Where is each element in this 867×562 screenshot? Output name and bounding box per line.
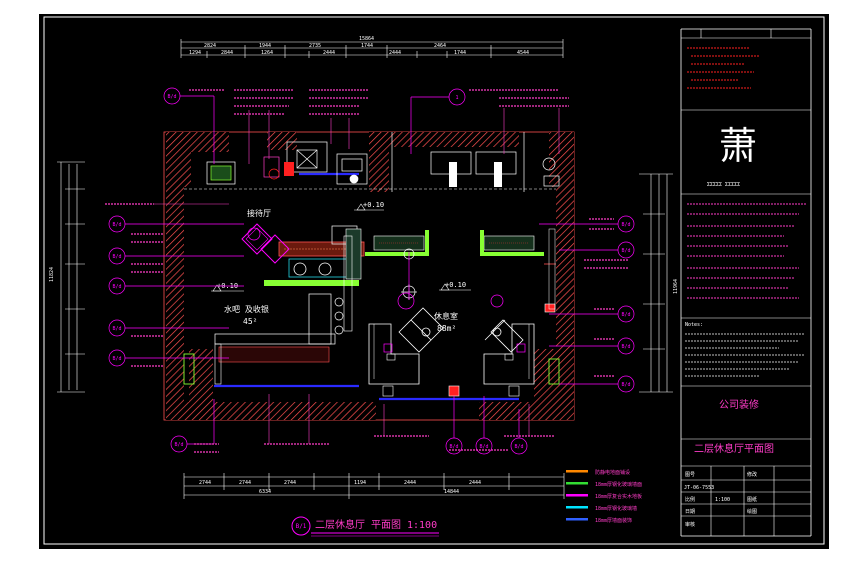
svg-text:2444: 2444 bbox=[469, 480, 481, 486]
drawing-title: B/1 二层休息厅 平面图 1:100 bbox=[291, 516, 439, 537]
legend-item-4: 18mm厚钢化玻璃墙 bbox=[595, 505, 637, 512]
svg-text:B/d: B/d bbox=[621, 312, 630, 318]
svg-text:2744: 2744 bbox=[239, 480, 251, 486]
svg-text:2444: 2444 bbox=[404, 480, 416, 486]
legend-item-5: 18mm厚墙面装饰 bbox=[595, 517, 632, 524]
room-waterbar-area: 45² bbox=[243, 317, 257, 326]
doors-windows bbox=[214, 172, 519, 401]
dim-right-overall: 11964 bbox=[673, 279, 679, 294]
elevation-1: +0.10 bbox=[363, 201, 384, 209]
cad-drawing: 15864 2824 1944 2735 1744 2464 1294 2844… bbox=[43, 16, 825, 545]
top-dimensions: 15864 2824 1944 2735 1744 2464 1294 2844… bbox=[180, 36, 564, 58]
svg-text:2444: 2444 bbox=[389, 50, 401, 56]
svg-text:1294: 1294 bbox=[189, 50, 201, 56]
svg-text:2824: 2824 bbox=[204, 43, 216, 49]
room-lounge: 休息室 bbox=[434, 311, 458, 321]
room-waterbar: 水吧 及收银 bbox=[224, 304, 269, 314]
svg-text:1: 1 bbox=[455, 95, 458, 101]
svg-text:B/d: B/d bbox=[621, 222, 630, 228]
svg-text:1744: 1744 bbox=[361, 43, 373, 49]
svg-text:B/d: B/d bbox=[112, 254, 121, 260]
svg-text:图纸: 图纸 bbox=[747, 496, 757, 503]
svg-text:1:100: 1:100 bbox=[715, 497, 730, 503]
svg-text:B/d: B/d bbox=[167, 94, 176, 100]
svg-text:2735: 2735 bbox=[309, 43, 321, 49]
right-dimensions: 11964 bbox=[639, 173, 679, 393]
svg-text:B/d: B/d bbox=[174, 442, 183, 448]
sheet-frame bbox=[43, 16, 825, 545]
room-labels: 接待厅 水吧 及收银 45² 休息室 88m² bbox=[224, 208, 458, 333]
svg-text:图号: 图号 bbox=[685, 472, 695, 478]
annotation-callouts bbox=[105, 89, 629, 453]
svg-text:2744: 2744 bbox=[199, 480, 211, 486]
svg-text:2444: 2444 bbox=[323, 50, 335, 56]
svg-text:1944: 1944 bbox=[259, 43, 271, 49]
title-scale: 1:100 bbox=[407, 520, 437, 531]
svg-text:B/d: B/d bbox=[514, 444, 523, 450]
building-walls bbox=[163, 131, 575, 421]
svg-text:B/d: B/d bbox=[449, 444, 458, 450]
svg-text:1194: 1194 bbox=[354, 480, 366, 486]
svg-text:B/d: B/d bbox=[621, 382, 630, 388]
project-name: 公司装修 bbox=[719, 398, 759, 411]
bottom-dimensions: 2744 2744 2744 1194 2444 2444 6334 14844 bbox=[183, 473, 565, 499]
svg-text:B/d: B/d bbox=[621, 248, 630, 254]
legend-item-2: 18mm厚钢化玻璃墙面 bbox=[595, 481, 642, 488]
title-block-logo: 萧 bbox=[719, 124, 757, 168]
title-block: 萧 ΣΣΣΣΣ ΣΣΣΣΣ Notes: 公司装修 二层休息厅平面图 图号 bbox=[681, 29, 811, 536]
cad-viewport[interactable]: 15864 2824 1944 2735 1744 2464 1294 2844… bbox=[39, 14, 829, 549]
svg-text:B/d: B/d bbox=[621, 344, 630, 350]
svg-text:1744: 1744 bbox=[454, 50, 466, 56]
svg-text:审核: 审核 bbox=[685, 521, 695, 528]
svg-text:修改: 修改 bbox=[747, 471, 757, 478]
svg-text:14844: 14844 bbox=[444, 489, 459, 495]
dim-left-overall: 11824 bbox=[49, 267, 55, 282]
water-bar bbox=[214, 235, 359, 385]
legend-item-3: 18mm厚复合实木地板 bbox=[595, 493, 642, 500]
svg-text:B/d: B/d bbox=[112, 326, 121, 332]
room-lounge-area: 88m² bbox=[437, 324, 456, 333]
svg-text:4544: 4544 bbox=[517, 50, 529, 56]
left-dimensions: 11824 bbox=[49, 161, 85, 393]
svg-text:比例: 比例 bbox=[685, 496, 695, 503]
svg-text:6334: 6334 bbox=[259, 489, 271, 495]
svg-text:1264: 1264 bbox=[261, 50, 273, 56]
svg-text:B/d: B/d bbox=[112, 222, 121, 228]
svg-text:绘图: 绘图 bbox=[747, 508, 757, 515]
material-legend: 防静电地面铺设 18mm厚钢化玻璃墙面 18mm厚复合实木地板 18mm厚钢化玻… bbox=[566, 469, 642, 524]
svg-text:2844: 2844 bbox=[221, 50, 233, 56]
service-area bbox=[206, 141, 560, 187]
annotation-leaders bbox=[154, 108, 560, 444]
dim-top-overall: 15864 bbox=[359, 36, 374, 42]
reception-furniture bbox=[241, 223, 365, 280]
lounge-seating bbox=[183, 228, 560, 397]
svg-text:2464: 2464 bbox=[434, 43, 446, 49]
title-tag: B/1 bbox=[296, 523, 307, 530]
notes-heading: Notes: bbox=[685, 322, 703, 328]
room-reception: 接待厅 bbox=[247, 208, 271, 218]
title-text: 二层休息厅 平面图 bbox=[315, 518, 401, 531]
detail-tags: B/d 1 B/d B/d B/d B/d B/d B/d B/d B/d B/… bbox=[108, 87, 635, 455]
svg-text:2744: 2744 bbox=[284, 480, 296, 486]
drawing-name: 二层休息厅平面图 bbox=[694, 442, 774, 455]
elevation-3: +0.10 bbox=[445, 281, 466, 289]
svg-text:日期: 日期 bbox=[685, 509, 695, 515]
svg-text:B/d: B/d bbox=[479, 444, 488, 450]
legend-item-1: 防静电地面铺设 bbox=[595, 469, 630, 476]
drawing-number: JT-06-7553 bbox=[684, 485, 714, 491]
svg-text:B/d: B/d bbox=[112, 356, 121, 362]
svg-text:ΣΣΣΣΣ ΣΣΣΣΣ: ΣΣΣΣΣ ΣΣΣΣΣ bbox=[707, 182, 740, 188]
svg-text:B/d: B/d bbox=[112, 284, 121, 290]
